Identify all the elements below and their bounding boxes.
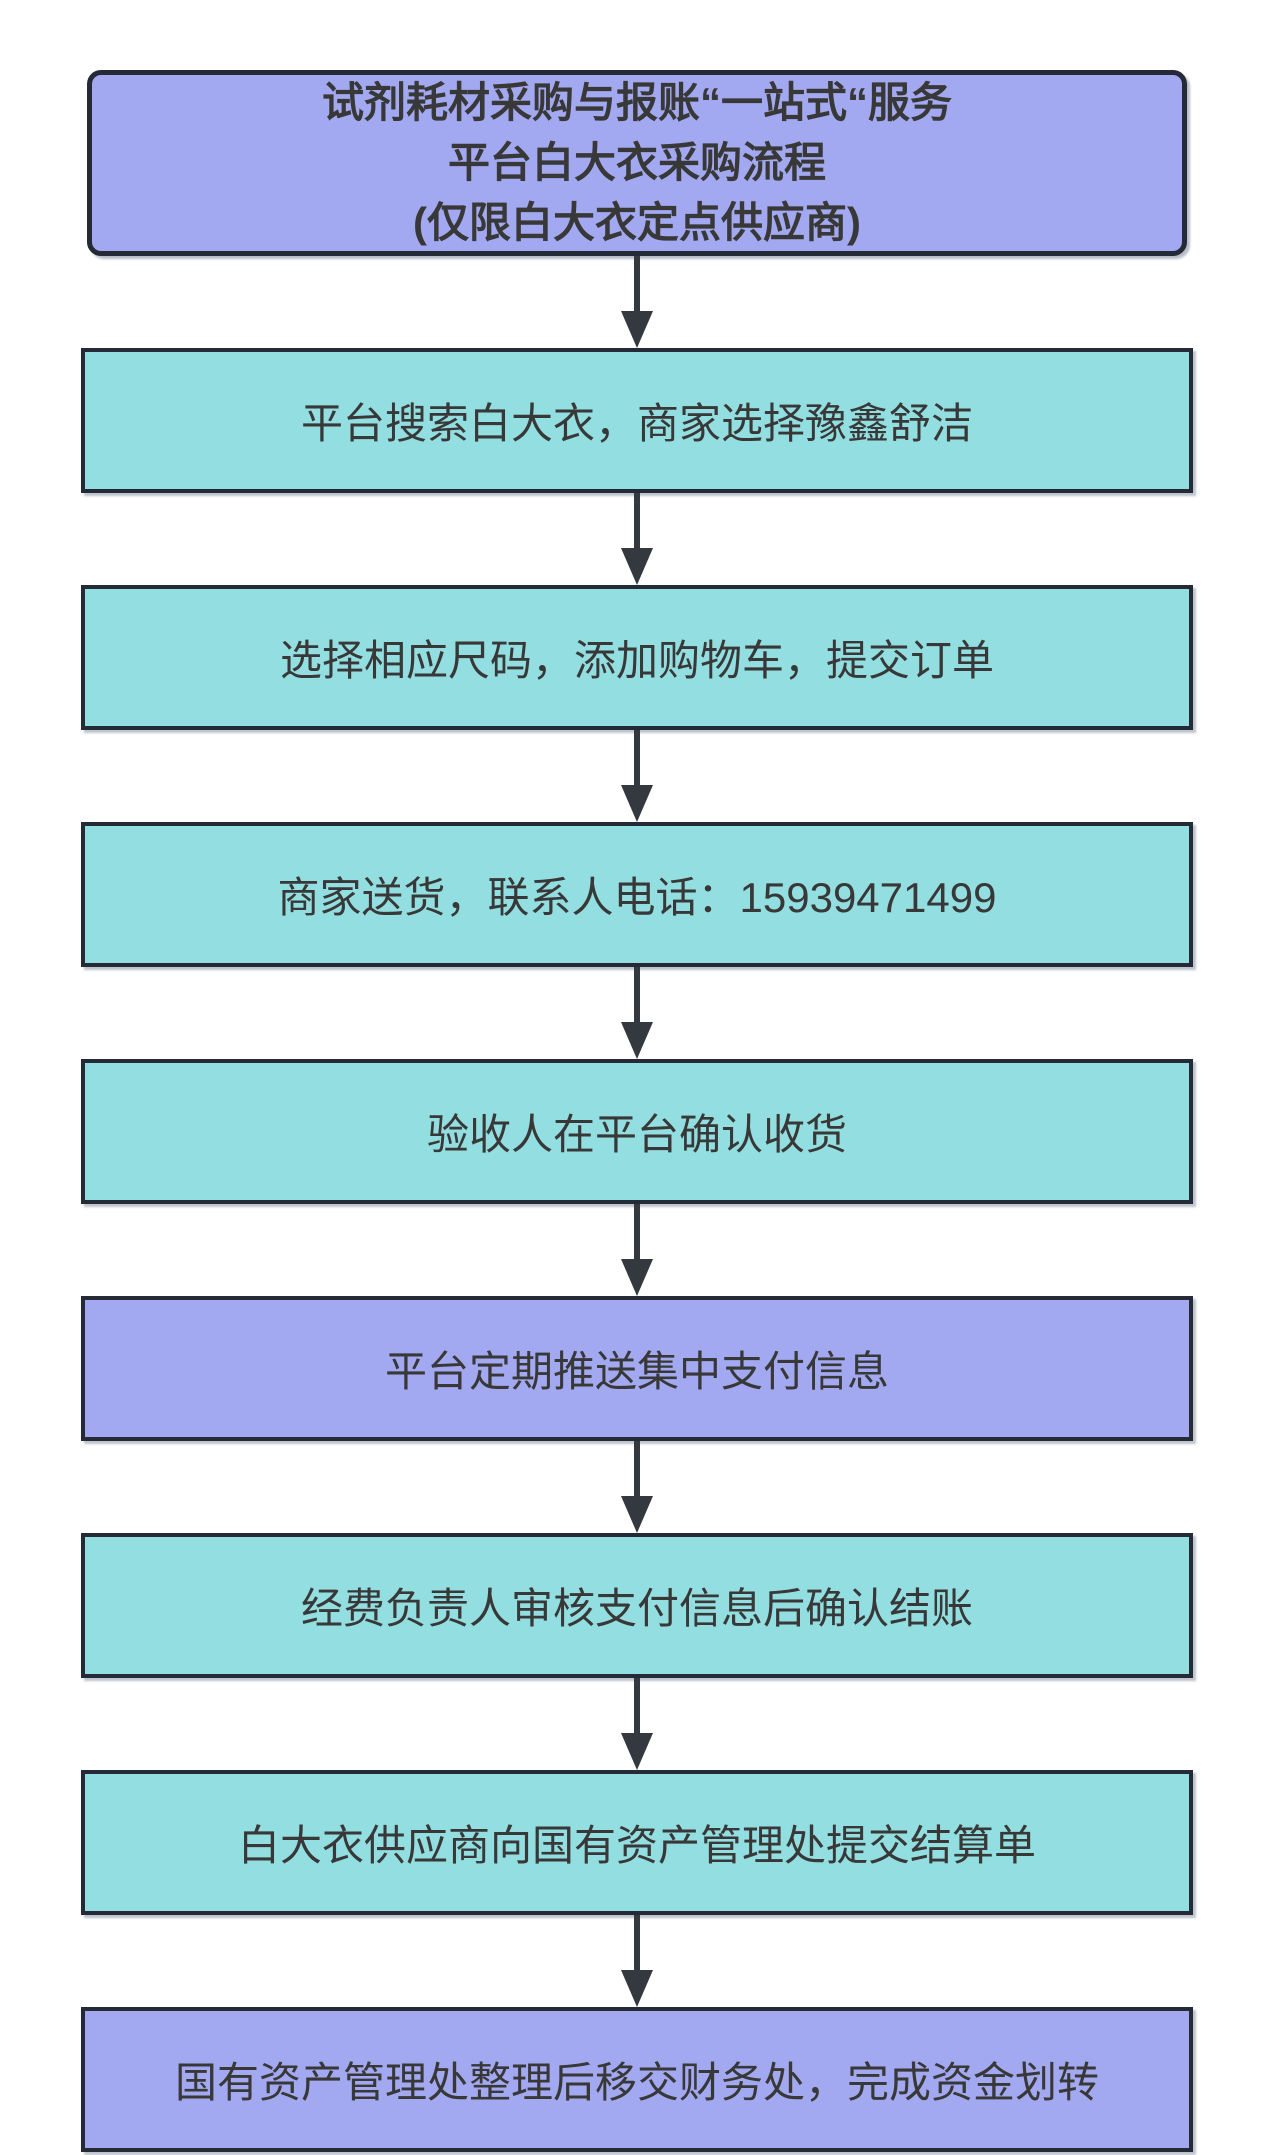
flow-arrow [621, 967, 653, 1059]
title-line-1: 试剂耗材采购与报账“一站式“服务 [321, 79, 952, 126]
step-label: 平台搜索白大衣，商家选择豫鑫舒洁 [300, 400, 973, 447]
arrow-shaft [634, 256, 640, 311]
step-label: 经费负责人审核支付信息后确认结账 [300, 1585, 973, 1632]
step-box-submit-statement: 白大衣供应商向国有资产管理处提交结算单 [81, 1770, 1193, 1915]
arrow-down-icon [621, 1970, 653, 2007]
step-box-review-settle: 经费负责人审核支付信息后确认结账 [81, 1533, 1193, 1678]
flow-arrow [621, 1678, 653, 1770]
flow-arrow [621, 1204, 653, 1296]
flow-arrow [621, 493, 653, 585]
arrow-down-icon [621, 1022, 653, 1059]
arrow-down-icon [621, 1496, 653, 1533]
arrow-shaft [634, 730, 640, 785]
step-label: 验收人在平台确认收货 [426, 1111, 847, 1158]
title-line-2: 平台白大衣采购流程 [447, 139, 826, 186]
flow-arrow [621, 1441, 653, 1533]
step-label: 选择相应尺码，添加购物车，提交订单 [279, 637, 994, 684]
flow-arrow [621, 256, 653, 348]
arrow-down-icon [621, 785, 653, 822]
step-label: 平台定期推送集中支付信息 [384, 1348, 889, 1395]
step-box-size-cart-order: 选择相应尺码，添加购物车，提交订单 [81, 585, 1193, 730]
flowchart-title-box: 试剂耗材采购与报账“一站式“服务 平台白大衣采购流程 (仅限白大衣定点供应商) [87, 70, 1187, 256]
arrow-shaft [634, 1678, 640, 1733]
arrow-shaft [634, 1204, 640, 1259]
arrow-down-icon [621, 311, 653, 348]
arrow-down-icon [621, 1259, 653, 1296]
arrow-shaft [634, 1441, 640, 1496]
arrow-down-icon [621, 548, 653, 585]
arrow-down-icon [621, 1733, 653, 1770]
arrow-shaft [634, 967, 640, 1022]
step-label: 商家送货，联系人电话：15939471499 [277, 874, 997, 921]
title-line-3: (仅限白大衣定点供应商) [413, 199, 861, 246]
step-box-fund-transfer: 国有资产管理处整理后移交财务处，完成资金划转 [81, 2007, 1193, 2152]
step-label: 白大衣供应商向国有资产管理处提交结算单 [237, 1822, 1036, 1869]
step-box-payment-push: 平台定期推送集中支付信息 [81, 1296, 1193, 1441]
flow-arrow [621, 1915, 653, 2007]
step-label: 国有资产管理处整理后移交财务处，完成资金划转 [174, 2059, 1099, 2106]
arrow-shaft [634, 1915, 640, 1970]
flow-arrow [621, 730, 653, 822]
step-box-delivery-contact: 商家送货，联系人电话：15939471499 [81, 822, 1193, 967]
step-box-confirm-receipt: 验收人在平台确认收货 [81, 1059, 1193, 1204]
arrow-shaft [634, 493, 640, 548]
step-box-search: 平台搜索白大衣，商家选择豫鑫舒洁 [81, 348, 1193, 493]
